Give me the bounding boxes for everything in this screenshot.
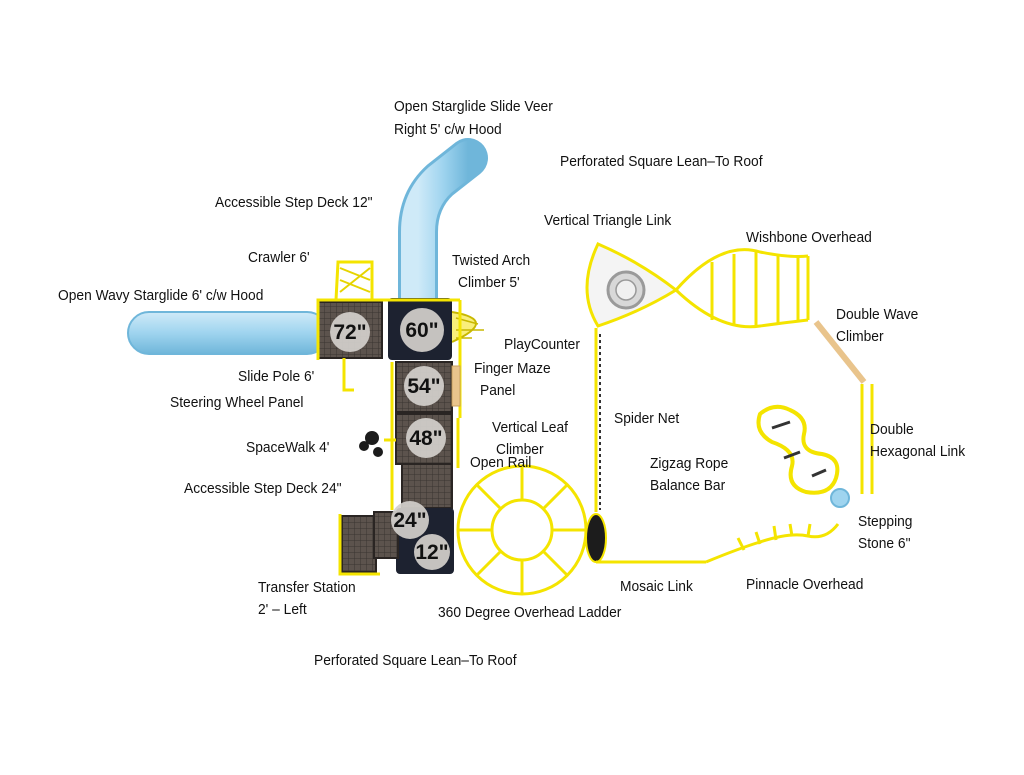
label-zigzag-1: Zigzag Rope [650,455,729,472]
label-open-starglide-veer-2: Right 5' c/w Hood [394,121,502,138]
height-label: 60" [405,319,438,342]
label-stepping-stone-2: Stone 6" [858,535,911,552]
label-zigzag-2: Balance Bar [650,477,726,494]
step-deck-24-ramp [401,463,453,509]
label-double-wave-2: Climber [836,328,884,345]
double-hexagonal-link [860,384,874,494]
label-vertical-triangle-link: Vertical Triangle Link [544,212,672,229]
spider-net [594,328,601,512]
label-transfer-1: Transfer Station [258,579,356,596]
label-open-rail: Open Rail [470,454,532,471]
overhead-ladder-360 [456,464,588,596]
label-open-wavy: Open Wavy Starglide 6' c/w Hood [58,287,264,304]
label-roof-top: Perforated Square Lean–To Roof [560,153,763,170]
stepping-stone [830,488,850,508]
label-spacewalk: SpaceWalk 4' [246,439,330,456]
zigzag-rope-balance-bar [756,404,840,495]
open-starglide-slide-veer [398,138,488,320]
label-overhead-ladder: 360 Degree Overhead Ladder [438,604,622,621]
deck-frame [316,298,462,576]
label-pinnacle: Pinnacle Overhead [746,576,864,593]
label-double-hex-2: Hexagonal Link [870,443,966,460]
open-wavy-starglide-slide [127,311,329,355]
crawler [334,260,374,301]
label-vertical-leaf-2: Climber [496,441,544,458]
label-double-wave-1: Double Wave [836,306,919,323]
double-wave-climber [813,320,867,384]
spacewalk [359,431,396,457]
height-label: 24" [393,509,426,532]
label-step-deck-24: Accessible Step Deck 24" [184,480,342,497]
height-disc [330,312,370,352]
label-transfer-2: 2' – Left [258,601,307,618]
label-step-deck-12: Accessible Step Deck 12" [215,194,373,211]
height-label: 48" [409,427,442,450]
height-disc [391,501,429,539]
height-label: 72" [333,321,366,344]
label-vertical-leaf-1: Vertical Leaf [492,419,568,436]
label-slide-pole: Slide Pole 6' [238,368,315,385]
label-open-starglide-veer-1: Open Starglide Slide Veer [394,98,553,115]
label-wishbone-overhead: Wishbone Overhead [746,229,872,246]
height-disc [404,366,444,406]
label-steering-wheel: Steering Wheel Panel [170,394,304,411]
label-playcounter: PlayCounter [504,336,580,353]
height-disc [406,418,446,458]
height-label: 12" [415,541,448,564]
label-stepping-stone-1: Stepping [858,513,913,530]
wishbone-overhead [674,248,810,329]
label-crawler: Crawler 6' [248,249,310,266]
label-spider-net: Spider Net [614,410,680,427]
height-label: 54" [407,375,440,398]
playcounter [585,513,607,563]
vertical-triangle-link [585,242,679,328]
label-finger-maze-1: Finger Maze [474,360,551,377]
label-roof-bottom: Perforated Square Lean–To Roof [314,652,517,669]
finger-maze-panel [451,365,461,407]
label-mosaic-link: Mosaic Link [620,578,693,595]
label-finger-maze-2: Panel [480,382,516,399]
label-twisted-arch-1: Twisted Arch [452,252,531,269]
height-disc [414,534,450,570]
label-double-hex-1: Double [870,421,914,438]
pinnacle-overhead [596,523,840,564]
height-disc [400,308,444,352]
label-twisted-arch-2: Climber 5' [458,274,520,291]
transfer-station [341,511,399,573]
twisted-arch-climber [451,311,484,343]
